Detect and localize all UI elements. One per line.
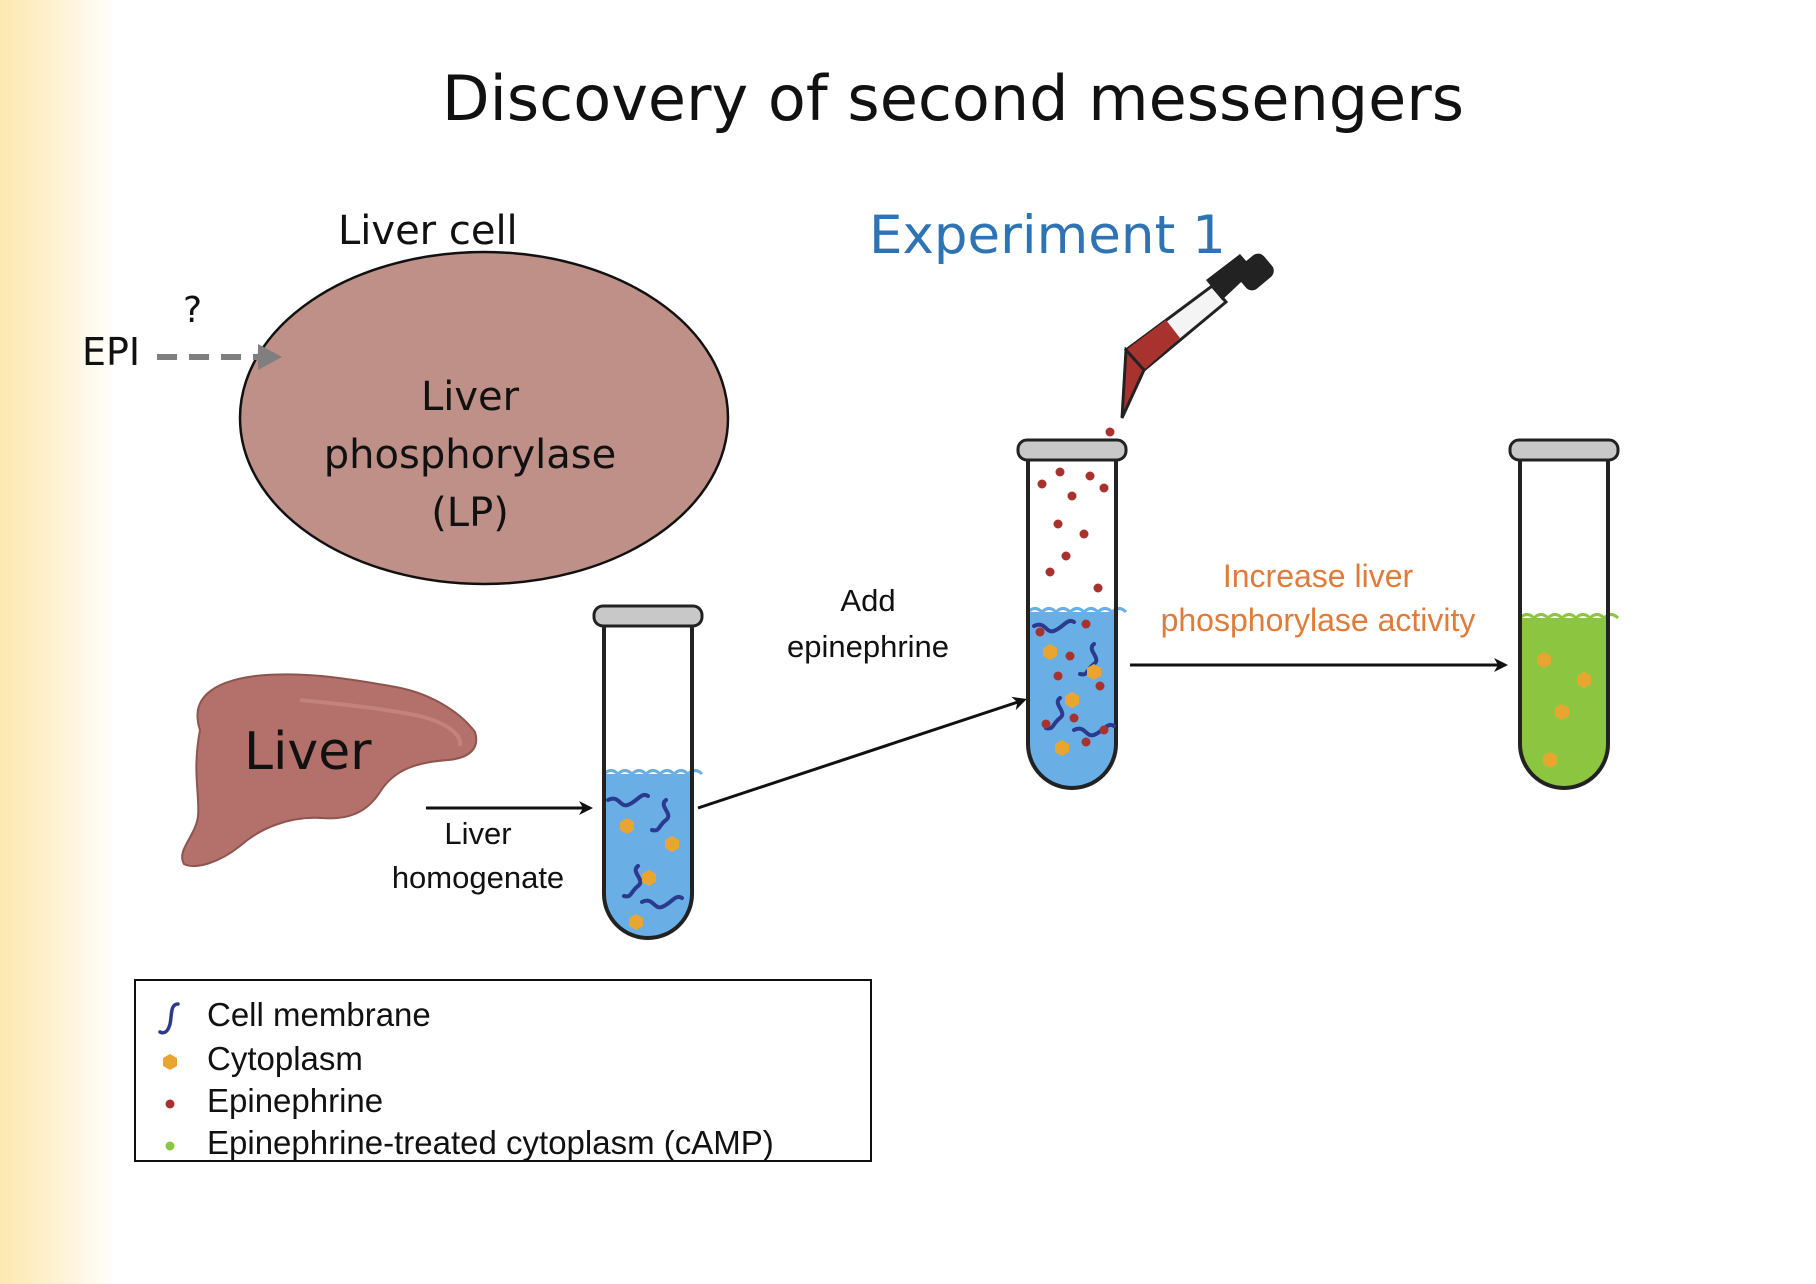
legend-item-cytoplasm: Cytoplasm (136, 1040, 870, 1082)
legend-label: Cytoplasm (207, 1040, 363, 1077)
experiment-title: Experiment 1 (869, 205, 1226, 266)
arrow-tube1-to-tube2 (697, 696, 1027, 810)
membrane-squiggle-icon (158, 1002, 180, 1035)
test-tube-homogenate (592, 604, 704, 940)
step2-line2: epinephrine (786, 629, 950, 664)
liver-phosphorylase-label: Liver phosphorylase (LP) (300, 368, 640, 542)
cell-inner-line2: phosphorylase (323, 432, 617, 478)
side-gradient-band (0, 0, 115, 1284)
legend-item-epinephrine: Epinephrine (136, 1082, 870, 1124)
result-label: Increase liver phosphorylase activity (1128, 554, 1508, 642)
add-epinephrine-label: Add epinephrine (758, 578, 978, 670)
result-line2: phosphorylase activity (1160, 602, 1476, 638)
slide-title: Discovery of second messengers (441, 62, 1465, 135)
epi-label: EPI (82, 330, 141, 374)
result-line1: Increase liver (1222, 558, 1414, 594)
cell-inner-line1: Liver (420, 374, 520, 420)
legend-item-cell-membrane: Cell membrane (136, 996, 870, 1038)
legend-label: Epinephrine-treated cytoplasm (cAMP) (207, 1124, 774, 1161)
question-mark-label: ? (183, 290, 203, 331)
step2-line1: Add (840, 583, 896, 618)
test-tube-treated-cytoplasm (1508, 438, 1620, 790)
liver-cell-title: Liver cell (338, 208, 518, 254)
liver-cell-ellipse (238, 250, 730, 586)
legend-label: Epinephrine (207, 1082, 384, 1119)
legend-label: Cell membrane (207, 996, 431, 1033)
legend-item-treated-cytoplasm: Epinephrine-treated cytoplasm (cAMP) (136, 1124, 870, 1166)
step1-line2: homogenate (391, 860, 565, 895)
liver-homogenate-label: Liver homogenate (368, 812, 588, 900)
hexagon-dot-icon (163, 1054, 177, 1070)
liver-organ-image (181, 673, 478, 867)
test-tube-with-epinephrine (1016, 427, 1128, 790)
liver-organ-label: Liver (244, 722, 372, 782)
green-dot-icon (165, 1141, 175, 1151)
cell-inner-line3: (LP) (431, 490, 509, 536)
legend-box: Cell membrane Cytoplasm Epinephrine Epin… (134, 979, 872, 1162)
dropper-pipette-icon (1120, 253, 1274, 419)
red-dot-icon (165, 1099, 175, 1109)
step1-line1: Liver (444, 816, 512, 851)
